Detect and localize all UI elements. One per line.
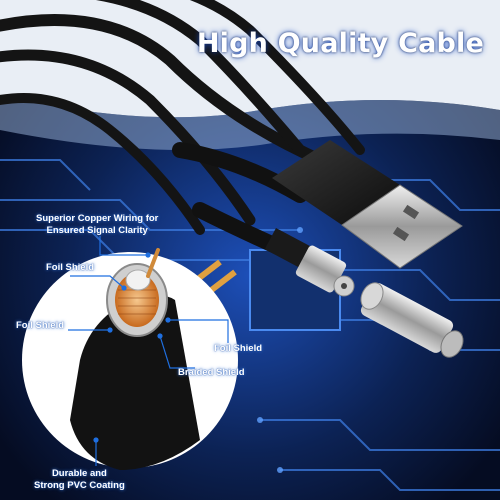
callout-foil-shield-left: Foil Shield: [16, 320, 65, 331]
callout-foil-shield-right: Foil Shield: [214, 343, 263, 354]
tv-adapter: [360, 282, 464, 358]
usb-connector: [272, 140, 463, 269]
callout-braided-shield: Braided Shield: [178, 367, 245, 378]
cable-cross-section: [70, 248, 200, 470]
callout-lines: [68, 236, 229, 466]
headline: High Quality Cable: [196, 28, 484, 59]
callout-foil-shield-top: Foil Shield: [46, 262, 95, 273]
cable-loops: [0, 0, 365, 235]
callout-pvc-coating: Durable and Strong PVC Coating: [34, 468, 125, 491]
f-connector: [264, 228, 355, 297]
callout-copper-wiring: Superior Copper Wiring for Ensured Signa…: [36, 213, 159, 236]
